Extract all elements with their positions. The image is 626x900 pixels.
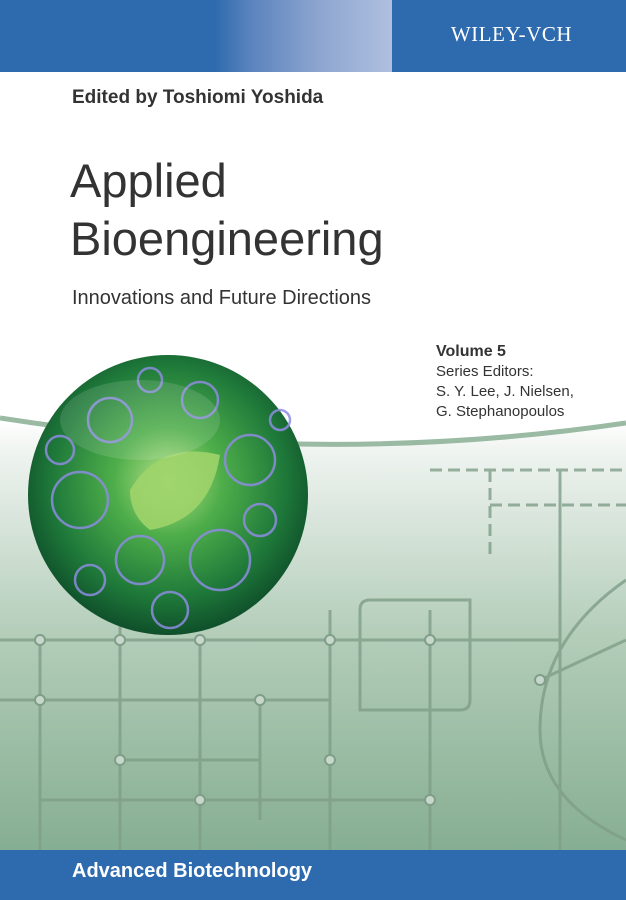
series-editors: G. Stephanopoulos — [436, 403, 565, 420]
series-editors-label: Series Editors: — [436, 363, 534, 380]
publisher-logo: WILEY-VCH — [450, 22, 572, 46]
series-banner: Advanced Biotechnology — [0, 850, 626, 900]
volume-label: Volume 5 — [436, 343, 506, 360]
series-name: Advanced Biotechnology — [72, 860, 313, 882]
editor-line: Edited by Toshiomi Yoshida — [72, 87, 324, 108]
title-line: Applied — [70, 154, 227, 207]
top-banner: WILEY-VCH — [0, 0, 626, 72]
book-subtitle: Innovations and Future Directions — [72, 287, 372, 309]
series-info: Volume 5 Series Editors: S. Y. Lee, J. N… — [436, 342, 574, 422]
title-line: Bioengineering — [70, 212, 384, 265]
book-title: Applied Bioengineering — [70, 152, 384, 268]
sphere-illustration — [28, 355, 308, 635]
circuit-lines — [0, 468, 626, 850]
series-editors: S. Y. Lee, J. Nielsen, — [436, 383, 574, 400]
circuit-nodes — [34, 634, 546, 806]
